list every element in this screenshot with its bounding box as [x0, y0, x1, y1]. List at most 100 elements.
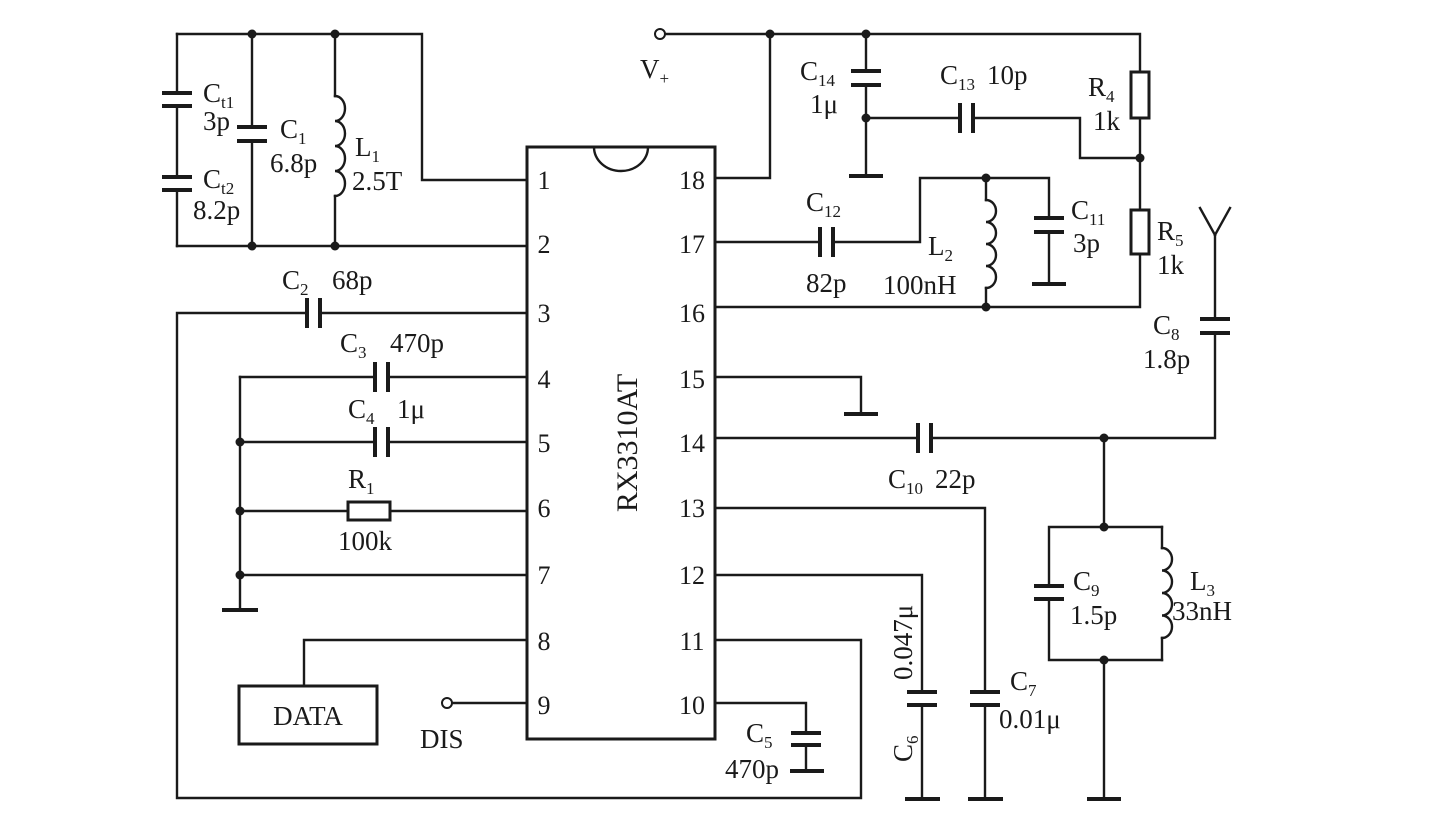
label-data: DATA — [273, 701, 343, 731]
label-ct2: Ct2 — [203, 164, 234, 198]
value-r5: 1k — [1157, 250, 1185, 280]
dis-terminal — [441, 697, 453, 709]
label-c8: C8 — [1153, 310, 1180, 344]
label-c1: C1 — [280, 114, 307, 148]
label-c9: C9 — [1073, 566, 1100, 600]
value-c13: 10p — [987, 60, 1028, 90]
pin-17: 17 — [679, 230, 705, 259]
label-c6: C6 — [888, 735, 922, 762]
value-c8: 1.8p — [1143, 344, 1190, 374]
label-c7: C7 — [1010, 666, 1037, 700]
value-c6: 0.047μ — [888, 605, 918, 680]
label-c14: C14 — [800, 56, 836, 90]
value-ct2: 8.2p — [193, 195, 240, 225]
resistor-r4 — [1129, 70, 1151, 120]
pin-8: 8 — [538, 627, 551, 656]
pin-12: 12 — [679, 561, 705, 590]
pin-18: 18 — [679, 166, 705, 195]
value-c5: 470p — [725, 754, 779, 784]
pin-labels-right: 18 17 16 15 14 13 12 11 10 — [679, 166, 705, 720]
value-c2: 68p — [332, 265, 373, 295]
label-l1: L1 — [355, 132, 380, 166]
label-l2: L2 — [928, 231, 953, 265]
capacitor-ct — [162, 91, 192, 192]
pin-9: 9 — [538, 691, 551, 720]
inductor-l3 — [1160, 546, 1174, 640]
resistor-r5 — [1129, 208, 1151, 256]
capacitor-c11 — [1034, 216, 1064, 234]
label-dis: DIS — [420, 724, 464, 754]
c2-loop — [175, 298, 863, 800]
capacitor-c6 — [907, 690, 937, 707]
label-c11: C11 — [1071, 195, 1105, 229]
label-c2: C2 — [282, 265, 309, 299]
antenna-input-network — [713, 206, 1232, 801]
pin-labels-left: 1 2 3 4 5 6 7 8 9 — [538, 166, 551, 720]
pin-7: 7 — [538, 561, 551, 590]
inductor-l2 — [984, 198, 998, 290]
value-c9: 1.5p — [1070, 600, 1117, 630]
capacitor-c8 — [1200, 317, 1230, 335]
c7-network — [713, 506, 1003, 801]
label-c10: C10 — [888, 464, 923, 498]
inductor-l1 — [333, 94, 347, 198]
component-labels: Ct1 3p Ct2 8.2p C1 6.8p L1 2.5T C2 68p C… — [193, 54, 1232, 784]
data-wire — [302, 638, 529, 688]
pin-14: 14 — [679, 429, 705, 458]
value-ct1: 3p — [203, 106, 230, 136]
pin-11: 11 — [679, 627, 704, 656]
pin17-tank — [713, 173, 1066, 312]
label-c13: C13 — [940, 60, 975, 94]
label-l3: L3 — [1190, 566, 1215, 600]
pin-15: 15 — [679, 365, 705, 394]
capacitor-c3 — [373, 362, 390, 392]
label-r5: R5 — [1157, 216, 1184, 250]
capacitor-c7 — [970, 690, 1000, 707]
value-l1: 2.5T — [352, 166, 403, 196]
pin-13: 13 — [679, 494, 705, 523]
ic-name: RX3310AT — [611, 374, 644, 512]
pin-10: 10 — [679, 691, 705, 720]
value-r1: 100k — [338, 526, 393, 556]
pin-1: 1 — [538, 166, 551, 195]
ic-notch — [592, 145, 650, 173]
pin-16: 16 — [679, 299, 705, 328]
capacitor-c14 — [851, 69, 881, 87]
label-r1: R1 — [348, 464, 375, 498]
capacitor-c10 — [916, 423, 933, 453]
capacitor-c2 — [305, 298, 322, 328]
capacitor-c1 — [237, 125, 267, 143]
pins-4-7-network — [222, 362, 529, 612]
pin-6: 6 — [538, 494, 551, 523]
resistor-r1 — [346, 500, 392, 522]
capacitor-c4 — [373, 427, 390, 457]
value-c10: 22p — [935, 464, 976, 494]
supply-network — [654, 28, 1151, 309]
label-r4: R4 — [1088, 72, 1115, 106]
c6-network — [713, 573, 940, 801]
value-l2: 100nH — [883, 270, 957, 300]
ic-body — [525, 145, 717, 741]
pin-3: 3 — [538, 299, 551, 328]
label-c3: C3 — [340, 328, 367, 362]
value-c11: 3p — [1073, 228, 1100, 258]
pin15-wire — [713, 375, 863, 415]
label-c5: C5 — [746, 718, 773, 752]
value-c1: 6.8p — [270, 148, 317, 178]
pin-5: 5 — [538, 429, 551, 458]
capacitor-c12 — [818, 227, 835, 257]
value-c4: 1μ — [397, 394, 425, 424]
value-c14: 1μ — [810, 89, 838, 119]
capacitor-c9 — [1034, 584, 1064, 601]
pin-4: 4 — [538, 365, 551, 394]
data-block — [237, 684, 379, 746]
value-r4: 1k — [1093, 106, 1121, 136]
value-c7: 0.01μ — [999, 704, 1061, 734]
capacitor-c5 — [791, 731, 821, 747]
label-c4: C4 — [348, 394, 375, 428]
value-l3: 33nH — [1172, 596, 1232, 626]
c5-network — [713, 701, 824, 773]
antenna-icon — [1198, 206, 1232, 237]
